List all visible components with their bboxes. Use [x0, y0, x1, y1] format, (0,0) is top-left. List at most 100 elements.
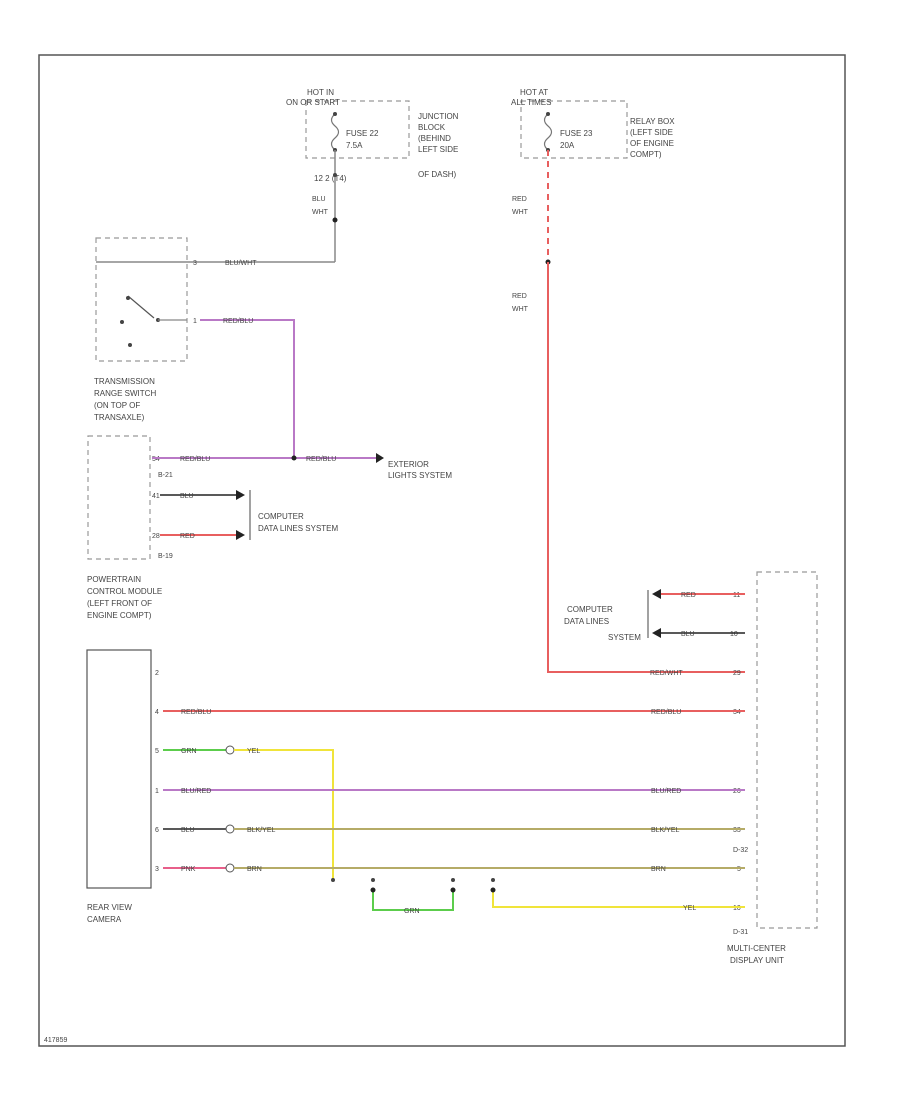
switch-contact-2 [120, 320, 124, 324]
junction-label-3: (BEHIND [418, 134, 451, 143]
pin-mcd8: 10 [733, 905, 741, 912]
blk-connector [225, 824, 235, 834]
grn-yel-connector [225, 745, 235, 755]
fuse-22-label-1: FUSE 22 [346, 129, 379, 138]
relay-label-3: OF ENGINE [630, 139, 674, 148]
hot-at-label-2: ALL TIMES [511, 98, 551, 107]
pin-pcm2: 41 [152, 493, 160, 500]
trans-label-1: TRANSMISSION [94, 377, 155, 386]
wire-label-yel-bottom: YEL [683, 905, 696, 912]
pin-cam6: 3 [155, 866, 159, 873]
wire-label-grn-cam: GRN [181, 748, 197, 755]
relay-box-box [520, 100, 628, 159]
red-mcd-arrow [652, 589, 661, 599]
yel-bottom-dot [490, 887, 496, 893]
comp2-label-3: SYSTEM [608, 633, 641, 642]
pin-mcd6: 33 [733, 827, 741, 834]
pcm-connector-1: B-21 [158, 472, 173, 479]
wire-label-wht: WHT [312, 209, 329, 216]
rear-view-camera-box [86, 649, 152, 889]
wire-label-blu-pcm: BLU [180, 493, 194, 500]
pcm-label-3: (LEFT FRONT OF [87, 599, 152, 608]
fuse-22-top-dot [333, 112, 337, 116]
relay-label-4: COMPT) [630, 150, 662, 159]
fuse-23-symbol [543, 113, 553, 151]
shield-stub-3 [451, 878, 455, 882]
wire-label-brn-cam-left: BRN [247, 866, 262, 873]
comp1-label-2: DATA LINES SYSTEM [258, 524, 339, 533]
red-blu-switch-wire [200, 319, 295, 458]
pin-mcd2: 10 [730, 631, 738, 638]
mcd-connector-1: D-32 [733, 847, 748, 854]
wire-label-red-blu-2: RED/BLU [180, 456, 210, 463]
pin-mcd7: 5 [737, 866, 741, 873]
junction-connector-label: 12 2 (T4) [314, 174, 347, 183]
wire-label-blk-yel-cam-left: BLK/YEL [247, 827, 276, 834]
junction-label-2: BLOCK [418, 123, 446, 132]
transmission-range-switch-box [95, 237, 188, 362]
wire-label-blk-cam: BLU [181, 827, 195, 834]
hot-at-label-1: HOT AT [520, 88, 548, 97]
pin-cam1: 2 [155, 670, 159, 677]
yel-camera-wire [234, 749, 334, 880]
shield-stub-1 [331, 878, 335, 882]
hot-in-label-1: HOT IN [307, 88, 334, 97]
exterior-lights-arrow [376, 453, 384, 463]
junction-connector-dot [333, 173, 337, 177]
comp1-label-1: COMPUTER [258, 512, 304, 521]
wire-label-blk-yel-cam-right: BLK/YEL [651, 827, 680, 834]
mcd-label-1: MULTI-CENTER [727, 944, 786, 953]
grn-bottom-dot-left [370, 887, 376, 893]
multi-center-display-box [756, 571, 818, 929]
shield-stub-2 [371, 878, 375, 882]
wire-label-blu-mcd: BLU [681, 631, 695, 638]
wire-label-red-wht: RED/WHT [650, 670, 683, 677]
trans-label-4: TRANSAXLE) [94, 413, 145, 422]
fuse-22-symbol [330, 113, 340, 151]
pin-cam4: 1 [155, 788, 159, 795]
switch-contact-3 [128, 343, 132, 347]
wire-label-red-blu-3: RED/BLU [306, 456, 336, 463]
blu-mcd-arrow [652, 628, 661, 638]
pnk-connector [225, 863, 235, 873]
ext-lights-label-1: EXTERIOR [388, 460, 429, 469]
wire-label-red-blu-cam-right: RED/BLU [651, 709, 681, 716]
fuse-22-wire-dot [332, 217, 338, 223]
wire-label-yel-cam: YEL [247, 748, 260, 755]
trans-label-2: RANGE SWITCH [94, 389, 156, 398]
wire-label-blu-red-cam-right: BLU/RED [651, 788, 681, 795]
red-blu-splice-dot [291, 455, 297, 461]
wire-label-blu: BLU [312, 196, 326, 203]
trans-label-3: (ON TOP OF [94, 401, 140, 410]
relay-label-2: (LEFT SIDE [630, 128, 673, 137]
pcm-box [87, 435, 151, 560]
wire-label-brn-cam-right: BRN [651, 866, 666, 873]
comp2-label-2: DATA LINES [564, 617, 609, 626]
switch-contact-1 [126, 296, 130, 300]
wire-label-red-blu-1: RED/BLU [223, 318, 253, 325]
junction-block-box [305, 100, 410, 159]
junction-label-1: JUNCTION [418, 112, 459, 121]
pin-cam2: 4 [155, 709, 159, 716]
wire-label-red-mcd: RED [681, 592, 696, 599]
mcd-label-2: DISPLAY UNIT [730, 956, 784, 965]
diagram-frame [38, 54, 846, 1047]
wire-label-wht-2: WHT [512, 306, 529, 313]
pin-mcd1: 11 [733, 592, 740, 599]
pin-cam5: 6 [155, 827, 159, 834]
pin-mcd5: 26 [733, 788, 741, 795]
pcm-label-1: POWERTRAIN [87, 575, 141, 584]
pin-pcm1: 54 [152, 456, 160, 463]
pcm-connector-2: B-19 [158, 553, 173, 560]
wire-label-blu-red-cam-left: BLU/RED [181, 788, 211, 795]
switch-arm-line [127, 295, 155, 319]
wire-label-red-1: RED [512, 196, 527, 203]
wire-label-wht-1: WHT [512, 209, 529, 216]
pin-pcm3: 28 [152, 533, 160, 540]
pin-cam3: 5 [155, 748, 159, 755]
wire-label-blu-wht: BLU/WHT [225, 260, 257, 267]
wire-label-grn-bottom: GRN [404, 908, 420, 915]
ext-lights-label-2: LIGHTS SYSTEM [388, 471, 452, 480]
pcm-label-2: CONTROL MODULE [87, 587, 162, 596]
